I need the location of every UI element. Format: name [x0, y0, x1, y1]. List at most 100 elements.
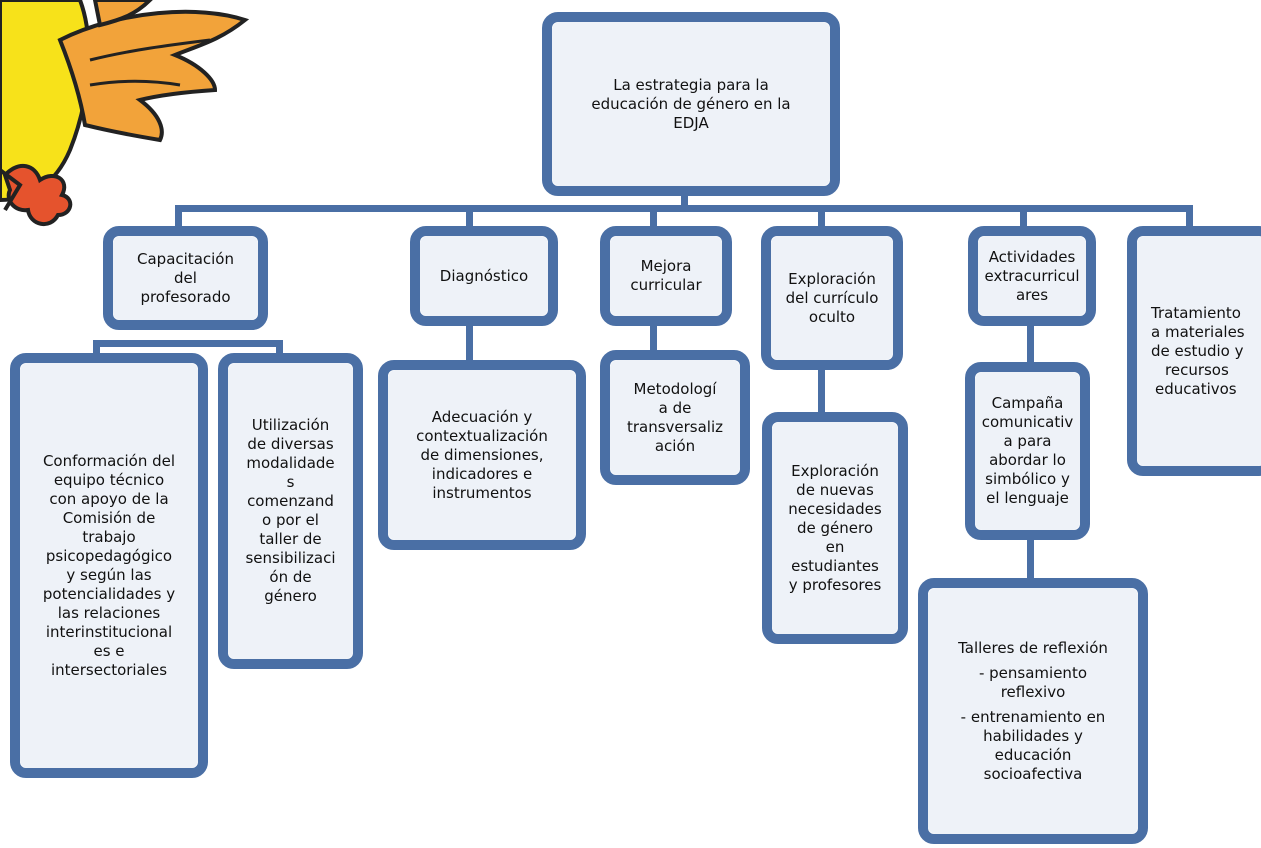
connector-tratamiento — [1186, 205, 1193, 235]
node-diagnostico: Diagnóstico — [410, 226, 558, 326]
node-tratamiento: Tratamiento a materiales de estudio y re… — [1127, 226, 1261, 476]
node-metodologia: Metodologí a de transversaliz ación — [600, 350, 750, 485]
metodologia-line-1: Metodologí — [633, 379, 717, 398]
connector-actividades — [1020, 205, 1027, 235]
nuevas-line-1: Exploración — [791, 461, 879, 480]
tratamiento-line-4: recursos — [1165, 360, 1229, 379]
connector-campana — [1027, 320, 1034, 365]
nuevas-line-6: estudiantes — [791, 556, 879, 575]
campana-line-2: comunicativ — [981, 413, 1074, 431]
nuevas-line-4: de género — [796, 518, 874, 537]
talleres-line-5: habilidades y — [983, 726, 1083, 745]
conformacion-line-2: equipo técnico — [53, 470, 165, 489]
connector-root-down — [681, 190, 688, 210]
node-exploracion: Exploración del currículo oculto — [761, 226, 903, 370]
conformacion-line-6: psicopedagógico — [45, 546, 173, 565]
connector-capacitacion-split — [93, 340, 283, 347]
conformacion-line-9: las relaciones — [57, 603, 161, 622]
conformacion-line-4: Comisión de — [62, 508, 156, 527]
adecuacion-line-5: instrumentos — [432, 483, 532, 502]
conformacion-line-12: intersectoriales — [50, 660, 168, 679]
actividades-line-3: ares — [1015, 285, 1049, 304]
diagnostico-line-1: Diagnóstico — [439, 266, 529, 285]
adecuacion-line-4: indicadores e — [431, 464, 533, 483]
adecuacion-line-3: de dimensiones, — [420, 445, 544, 464]
mejora-line-1: Mejora — [640, 257, 692, 275]
connector-diagnostico — [466, 205, 473, 235]
node-mejora: Mejora curricular — [600, 226, 732, 326]
root-line-1: La estrategia para la — [613, 75, 769, 94]
campana-line-5: simbólico y — [985, 470, 1070, 488]
connector-conformacion — [93, 340, 100, 358]
metodologia-line-4: ación — [654, 436, 696, 455]
capacitacion-line-2: del — [174, 268, 197, 287]
utilizacion-line-10: género — [264, 587, 317, 605]
connector-mejora — [650, 205, 657, 235]
node-campana: Campaña comunicativ a para abordar lo si… — [965, 362, 1090, 540]
talleres-line-6: educación — [994, 745, 1072, 764]
nuevas-line-5: en — [825, 537, 845, 556]
root-node-text: La estrategia para la educación de géner… — [552, 22, 830, 186]
capacitacion-line-3: profesorado — [140, 287, 231, 306]
mejora-line-2: curricular — [630, 276, 702, 294]
root-line-2: educación de género en la — [591, 94, 791, 113]
adecuacion-line-2: contextualización — [416, 426, 548, 445]
utilizacion-line-1: Utilización — [251, 416, 330, 434]
node-nuevas: Exploración de nuevas necesidades de gén… — [762, 412, 908, 644]
utilizacion-line-6: o por el — [262, 511, 319, 529]
campana-line-6: el lenguaje — [986, 489, 1069, 507]
talleres-line-1: Talleres de reflexión — [958, 638, 1108, 657]
utilizacion-line-7: taller de — [259, 530, 322, 548]
nuevas-line-2: de nuevas — [796, 480, 874, 499]
adecuacion-line-1: Adecuación y — [431, 407, 533, 426]
talleres-line-7: socioafectiva — [983, 764, 1083, 783]
campana-line-4: abordar lo — [989, 451, 1066, 469]
connector-talleres — [1027, 535, 1034, 580]
connector-exploracion — [818, 205, 825, 235]
utilizacion-line-9: ón de — [269, 568, 312, 586]
nuevas-line-3: necesidades — [788, 499, 882, 518]
utilizacion-line-5: comenzand — [247, 492, 334, 510]
utilizacion-line-3: modalidade — [246, 454, 335, 472]
connector-utilizacion — [276, 340, 283, 358]
node-capacitacion: Capacitación del profesorado — [103, 226, 268, 330]
exploracion-line-3: oculto — [808, 307, 856, 326]
talleres-line-2: - pensamiento — [978, 663, 1088, 682]
bird-mascot-illustration — [0, 0, 250, 226]
node-adecuacion: Adecuación y contextualización de dimens… — [378, 360, 586, 550]
node-utilizacion: Utilización de diversas modalidade s com… — [218, 353, 363, 669]
campana-line-1: Campaña — [991, 394, 1064, 412]
actividades-line-2: extracurricul — [984, 266, 1080, 285]
capacitacion-line-1: Capacitación — [137, 249, 234, 268]
node-conformacion: Conformación del equipo técnico con apoy… — [10, 353, 208, 778]
conformacion-line-7: y según las — [66, 565, 152, 584]
tratamiento-line-3: de estudio y — [1151, 341, 1244, 360]
metodologia-line-3: transversaliz — [626, 417, 724, 436]
utilizacion-line-8: sensibilizaci — [245, 549, 336, 567]
campana-line-3: a para — [1003, 432, 1052, 450]
conformacion-line-5: trabajo — [82, 527, 136, 546]
node-talleres: Talleres de reflexión - pensamiento refl… — [918, 578, 1148, 844]
tratamiento-line-1: Tratamiento — [1151, 303, 1241, 322]
tratamiento-line-5: educativos — [1155, 379, 1237, 398]
exploracion-line-1: Exploración — [788, 269, 876, 288]
tratamiento-line-2: a materiales — [1151, 322, 1245, 341]
conformacion-line-1: Conformación del — [42, 451, 176, 470]
exploracion-line-2: del currículo — [785, 288, 879, 307]
connector-adecuacion — [466, 325, 473, 365]
connector-nuevas — [818, 368, 825, 413]
connector-metodologia — [650, 320, 657, 355]
utilizacion-line-4: s — [286, 473, 295, 491]
root-node: La estrategia para la educación de géner… — [542, 12, 840, 196]
metodologia-line-2: a de — [658, 398, 692, 417]
talleres-line-4: - entrenamiento en — [960, 707, 1106, 726]
talleres-line-3: reflexivo — [1000, 682, 1066, 701]
conformacion-line-3: con apoyo de la — [49, 489, 169, 508]
nuevas-line-7: y profesores — [788, 575, 882, 594]
root-line-3: EDJA — [673, 113, 709, 132]
actividades-line-1: Actividades — [988, 247, 1076, 266]
connector-capacitacion — [175, 205, 182, 235]
conformacion-line-11: es e — [93, 641, 125, 660]
conformacion-line-10: interinstitucional — [45, 622, 173, 641]
conformacion-line-8: potencialidades y — [42, 584, 176, 603]
